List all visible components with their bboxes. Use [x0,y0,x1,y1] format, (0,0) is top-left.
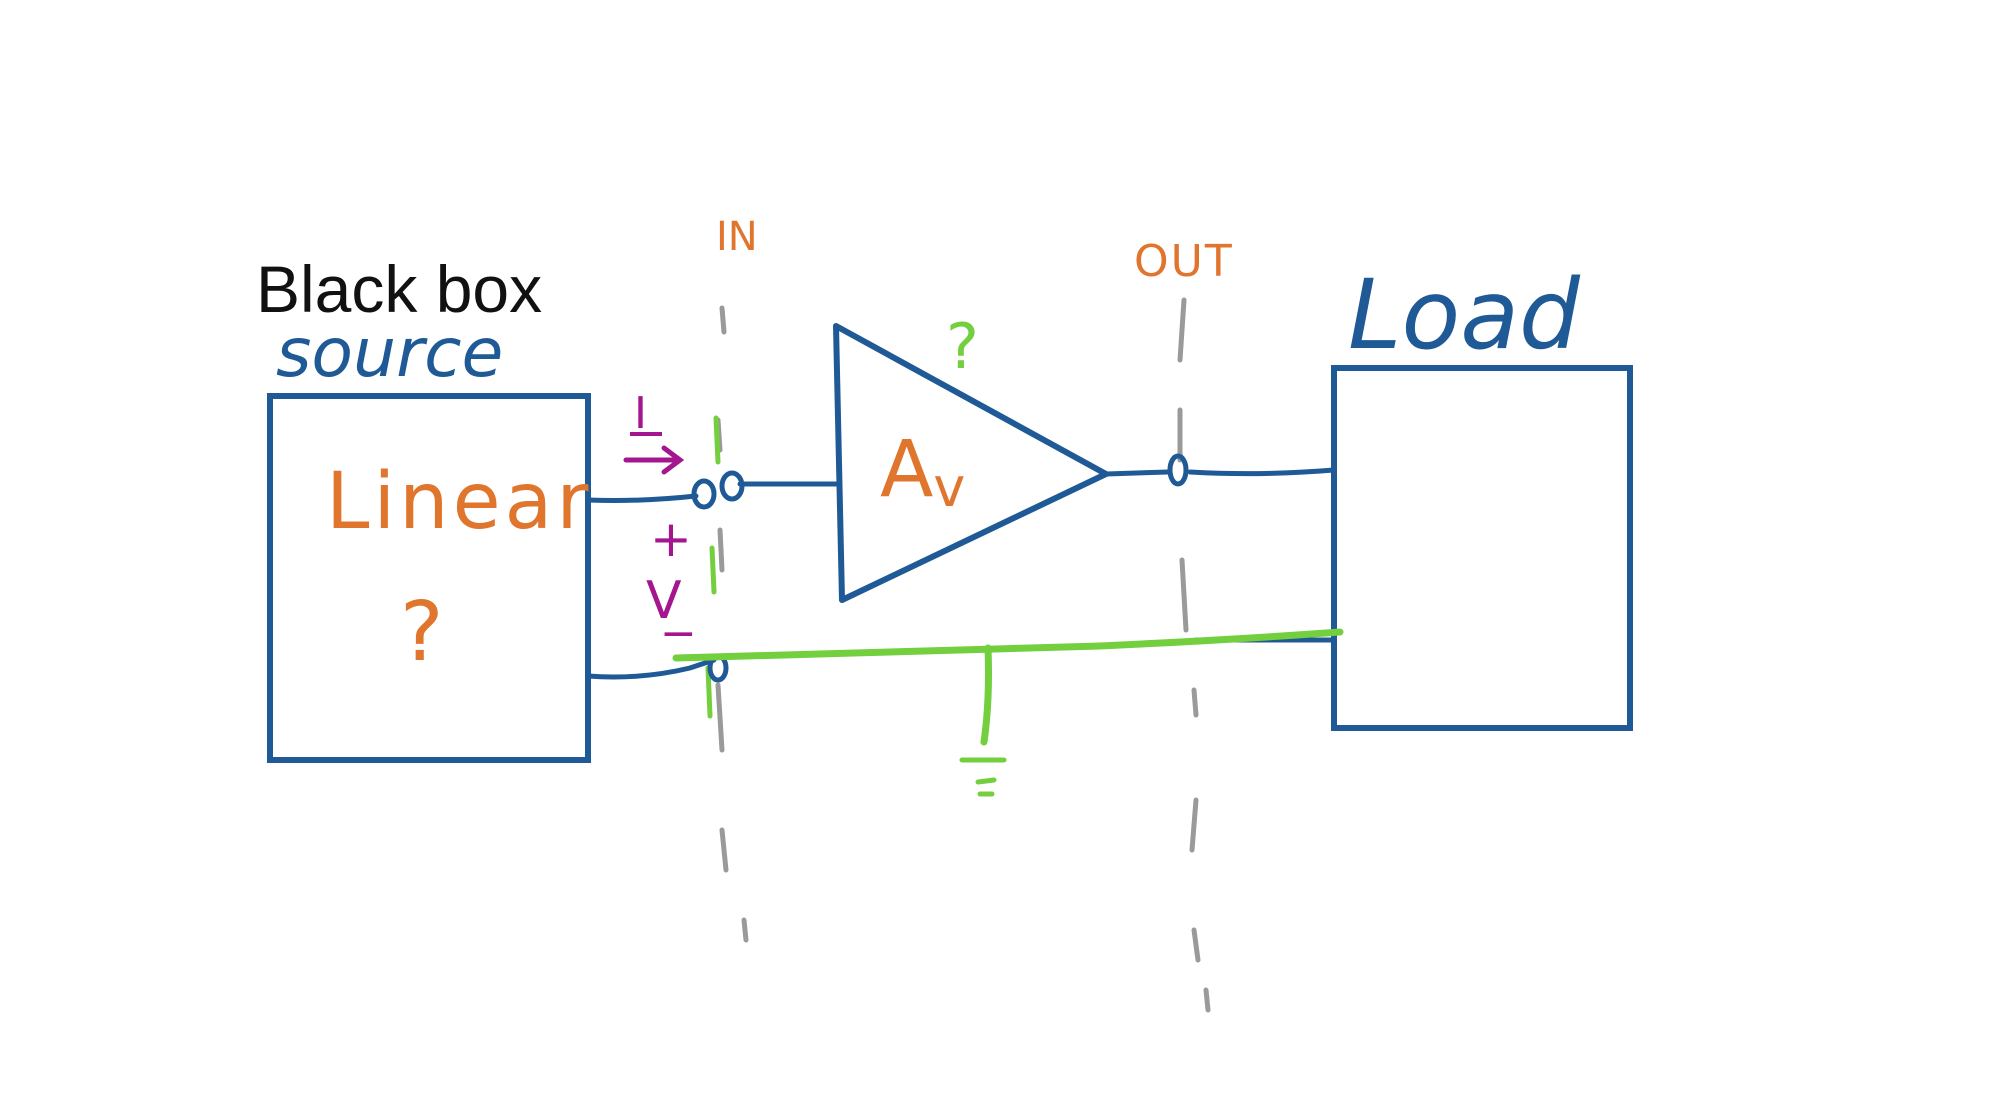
black-box-label: Black box [256,252,542,326]
amplifier-triangle [833,323,1109,603]
ground-stem [980,644,992,746]
minus-sign: − [660,608,697,659]
current-label: I [634,388,647,439]
amp-output-wire [1103,469,1171,477]
ground-symbol [959,757,1007,797]
voltage-label: V [646,571,682,631]
linear-label: Linear [326,457,592,547]
source-label: source [276,314,503,393]
out-label: OUT [1134,236,1234,287]
ground-bus [672,628,1344,746]
amplifier-question-mark: ? [946,310,979,383]
load-box [1331,365,1633,731]
in-terminal-marks [705,415,721,719]
in-label: IN [716,214,758,260]
current-arrow [623,445,685,475]
source-bottom-wire [585,657,717,680]
in-terminal-top-left [691,478,717,510]
out-reference-line [1177,297,1211,1013]
out-terminal [1167,453,1189,487]
amplifier-gain-label: Av [880,425,965,519]
load-top-wire [1187,467,1337,477]
plus-sign: + [650,510,692,568]
source-top-wire [585,493,699,503]
load-label: Load [1348,259,1581,371]
source-box [267,393,591,763]
in-reference-line [715,305,749,943]
source-question-mark: ? [400,585,444,680]
in-terminal-top-right [719,470,745,502]
